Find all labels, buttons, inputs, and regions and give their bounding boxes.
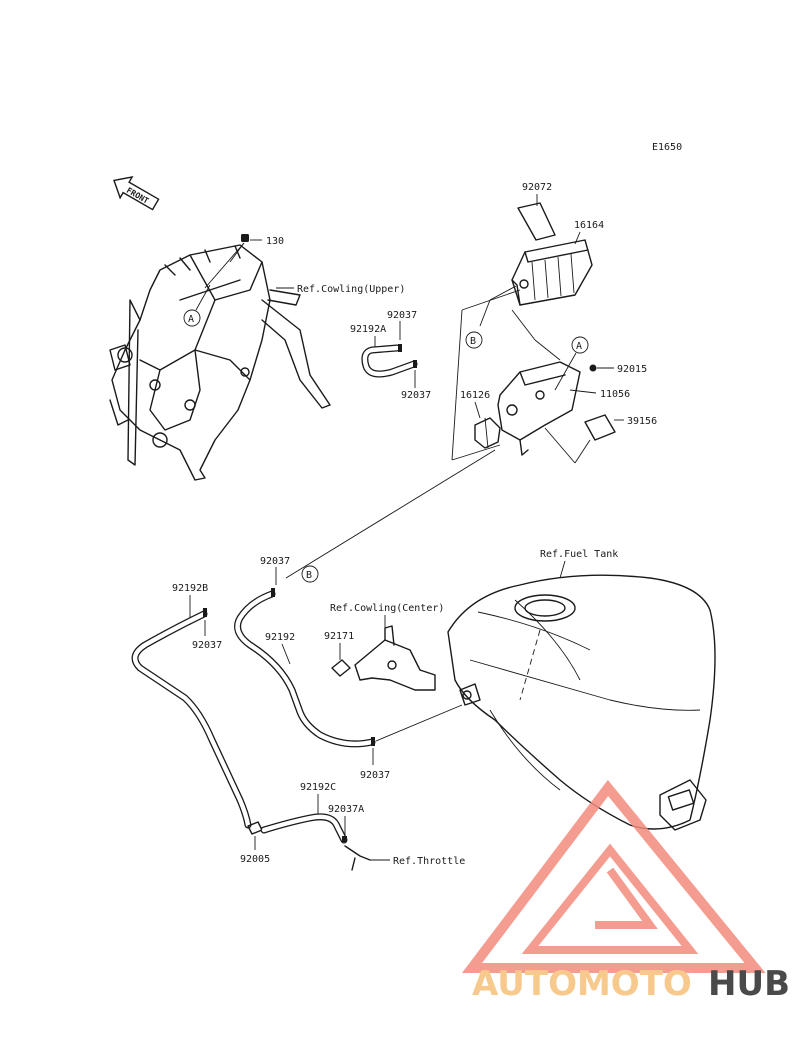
ref-a-right-icon bbox=[571, 336, 589, 354]
label-92072: 92072 bbox=[522, 182, 552, 193]
ref-b-mid-icon bbox=[301, 565, 319, 583]
label-130: 130 bbox=[266, 236, 284, 247]
frame-bracket-assembly bbox=[109, 244, 331, 481]
label-92037-b: 92037 bbox=[192, 640, 222, 651]
bolt-92015-icon bbox=[589, 364, 597, 372]
ref-a-left-icon bbox=[183, 309, 201, 327]
label-92171: 92171 bbox=[324, 631, 354, 642]
label-39156: 39156 bbox=[627, 416, 657, 427]
label-11056: 11056 bbox=[600, 389, 630, 400]
clamp-92037-mid bbox=[413, 360, 417, 368]
cowling-center-bracket bbox=[354, 625, 436, 691]
clamp-92037-b bbox=[203, 608, 207, 617]
fuel-tank bbox=[447, 574, 716, 831]
watermark-logo bbox=[461, 779, 766, 973]
watermark-text-part2: HUB bbox=[708, 964, 790, 1004]
label-16164: 16164 bbox=[574, 220, 604, 231]
bracket-11056 bbox=[497, 361, 581, 456]
clamp-92037-top bbox=[398, 344, 402, 352]
label-ref-cowling-upper: Ref.Cowling(Upper) bbox=[297, 284, 405, 295]
bolt-130-icon bbox=[241, 234, 249, 242]
clamp-92037-c bbox=[371, 737, 375, 746]
ref-a-right-label: A bbox=[576, 341, 582, 352]
hose-92192 bbox=[234, 590, 376, 748]
throttle-fitting bbox=[344, 845, 371, 871]
label-ref-throttle: Ref.Throttle bbox=[393, 856, 465, 867]
valve-16126 bbox=[474, 417, 501, 449]
label-92192c: 92192C bbox=[300, 782, 336, 793]
hose-92192a bbox=[361, 344, 418, 378]
hose-92192c bbox=[260, 813, 348, 844]
clamp-92037-left bbox=[271, 588, 275, 597]
ref-b-top-label: B bbox=[470, 336, 476, 347]
label-ref-cowling-center: Ref.Cowling(Center) bbox=[330, 603, 444, 614]
label-sticker-39156 bbox=[584, 414, 616, 441]
label-92192a: 92192A bbox=[350, 324, 386, 335]
ref-b-top-icon bbox=[465, 331, 483, 349]
label-ref-fuel-tank: Ref.Fuel Tank bbox=[540, 549, 618, 560]
label-92037-mid: 92037 bbox=[401, 390, 431, 401]
ref-a-left-label: A bbox=[188, 314, 194, 325]
label-16126: 16126 bbox=[460, 390, 490, 401]
hose-92192b bbox=[131, 610, 252, 829]
label-92037-top: 92037 bbox=[387, 310, 417, 321]
label-92037a: 92037A bbox=[328, 804, 364, 815]
canister-16164 bbox=[511, 239, 593, 306]
label-92037-left: 92037 bbox=[260, 556, 290, 567]
label-92192b: 92192B bbox=[172, 583, 208, 594]
clamp-92037a bbox=[342, 836, 347, 842]
label-92015: 92015 bbox=[617, 364, 647, 375]
diagram-code: E1650 bbox=[652, 142, 682, 153]
label-92005: 92005 bbox=[240, 854, 270, 865]
front-arrow-icon: FRONT bbox=[113, 176, 160, 211]
pad-92072 bbox=[517, 202, 556, 241]
clip-92171 bbox=[331, 659, 351, 677]
watermark-text-part1: AUTOMOTO bbox=[472, 964, 692, 1004]
label-92192: 92192 bbox=[265, 632, 295, 643]
ref-b-mid-label: B bbox=[306, 570, 312, 581]
label-92037-c: 92037 bbox=[360, 770, 390, 781]
